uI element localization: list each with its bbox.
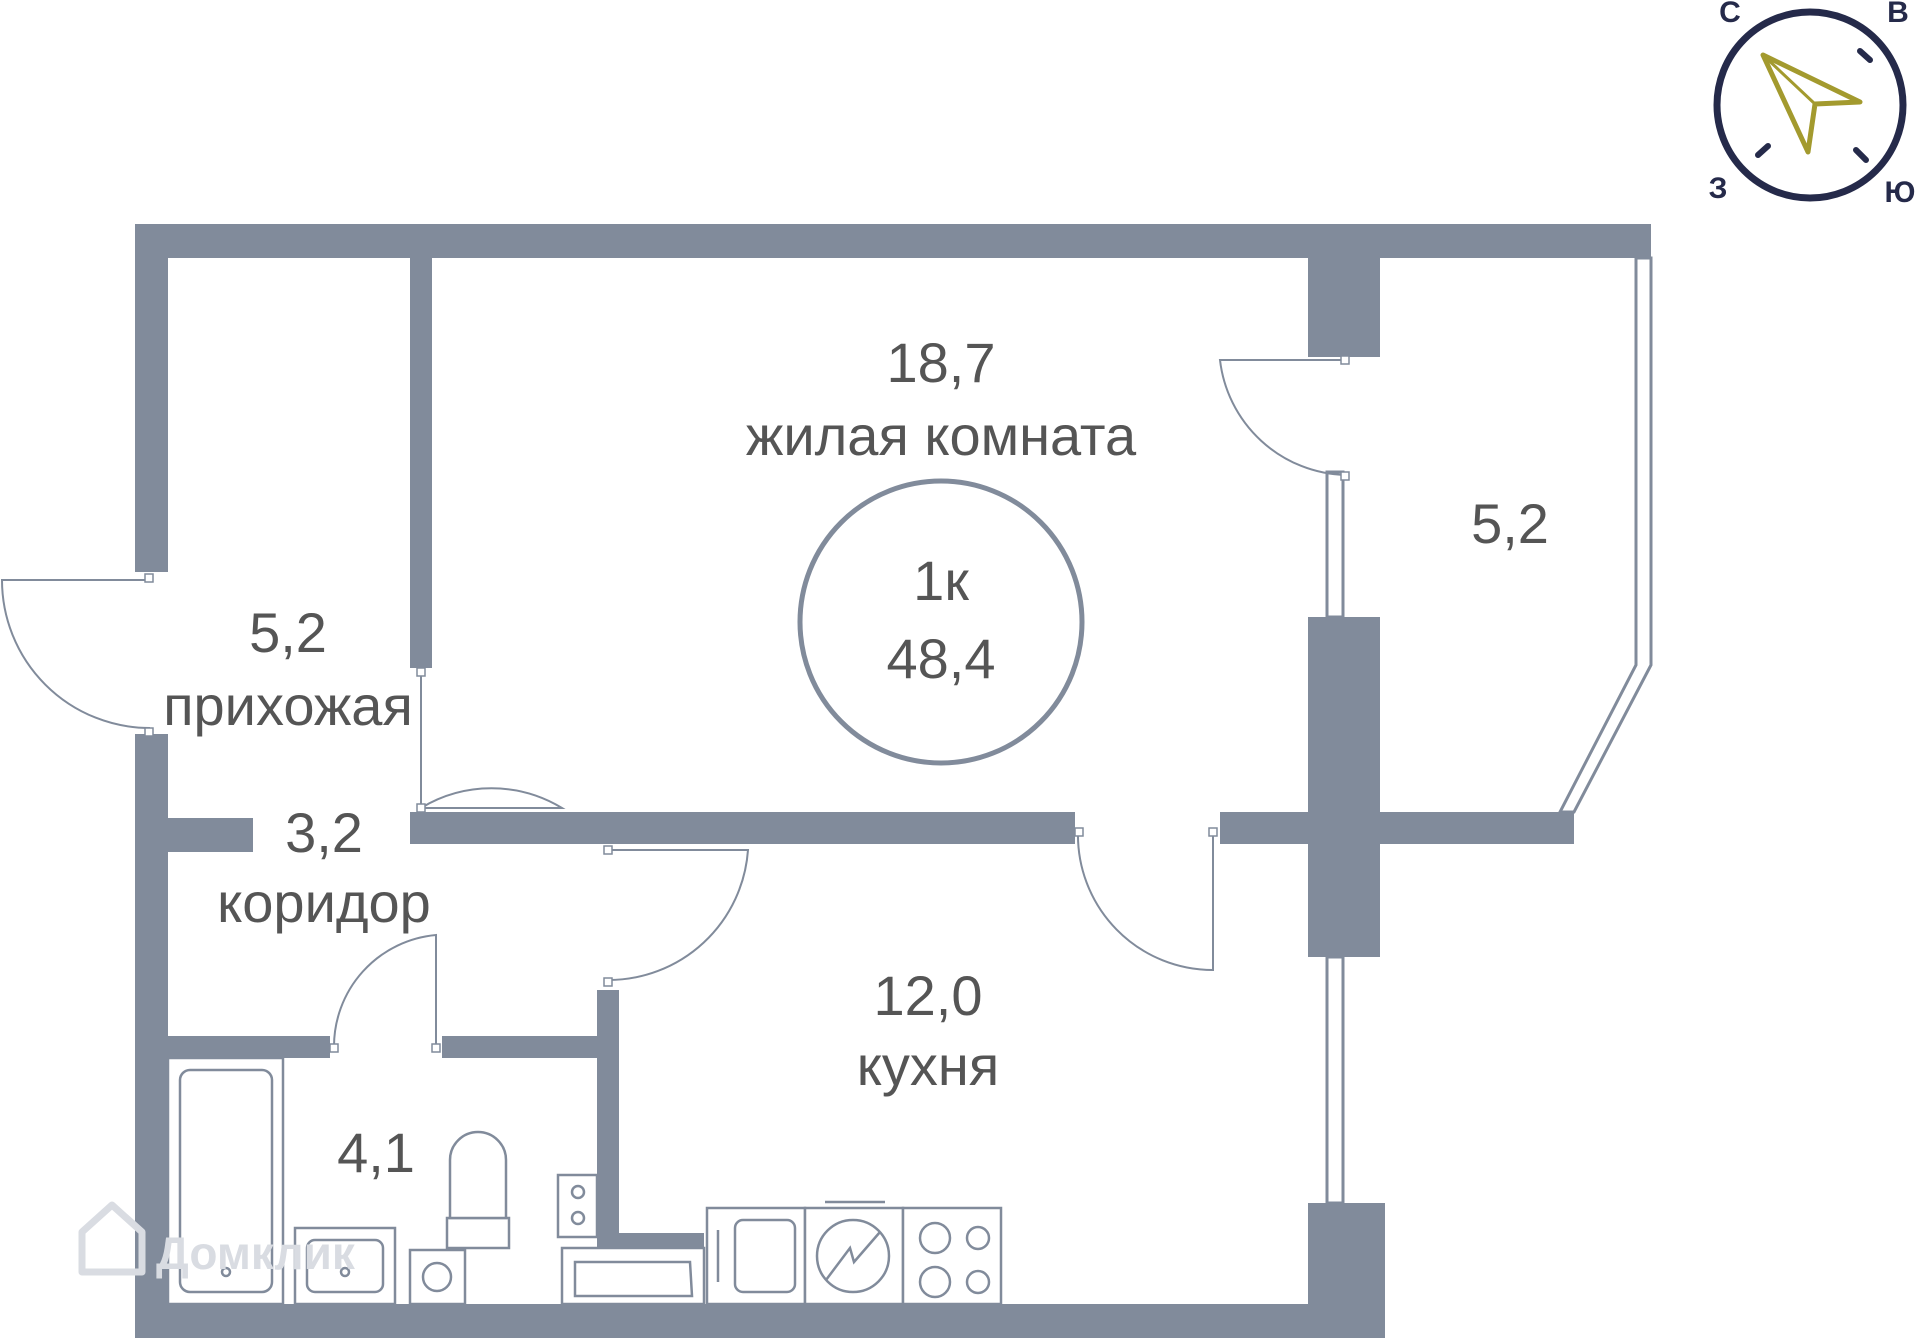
balcony-area: 5,2	[1471, 492, 1549, 555]
kitchen-name: кухня	[857, 1034, 999, 1097]
compass-icon: С В З Ю	[1709, 0, 1916, 209]
hallway-name: прихожая	[163, 674, 413, 737]
bathroom-area: 4,1	[337, 1121, 415, 1184]
washbasin	[293, 1226, 397, 1306]
home-icon	[78, 1201, 146, 1276]
apartment-type: 1к	[913, 549, 969, 612]
washing-machine	[408, 1248, 467, 1306]
bathtub	[166, 1056, 285, 1306]
corridor-name: коридор	[217, 871, 431, 934]
stove	[901, 1206, 1003, 1306]
windows	[1325, 470, 1345, 1205]
interior-walls	[168, 258, 1574, 1248]
exterior-walls	[135, 224, 1651, 1338]
apartment-badge: 1к 48,4	[797, 478, 1085, 766]
doors	[0, 355, 1350, 1053]
kitchen-area: 12,0	[874, 964, 983, 1027]
watermark: Домклик	[78, 1201, 356, 1279]
hallway-area: 5,2	[249, 601, 327, 664]
corridor-area: 3,2	[285, 801, 363, 864]
apartment-total-area: 48,4	[887, 627, 996, 690]
compass-west: З	[1709, 172, 1728, 205]
living-room-name: жилая комната	[746, 404, 1137, 467]
watermark-text: Домклик	[156, 1227, 356, 1279]
compass-south: Ю	[1885, 176, 1916, 209]
balcony-glazing	[1557, 256, 1653, 814]
toilet	[445, 1130, 511, 1250]
compass-north: С	[1719, 0, 1741, 29]
fridge	[803, 1200, 905, 1306]
kitchen-cabinet	[560, 1246, 706, 1306]
boiler	[556, 1173, 599, 1239]
living-room-area: 18,7	[887, 331, 996, 394]
kitchen-sink	[705, 1206, 807, 1306]
compass-east: В	[1887, 0, 1909, 29]
